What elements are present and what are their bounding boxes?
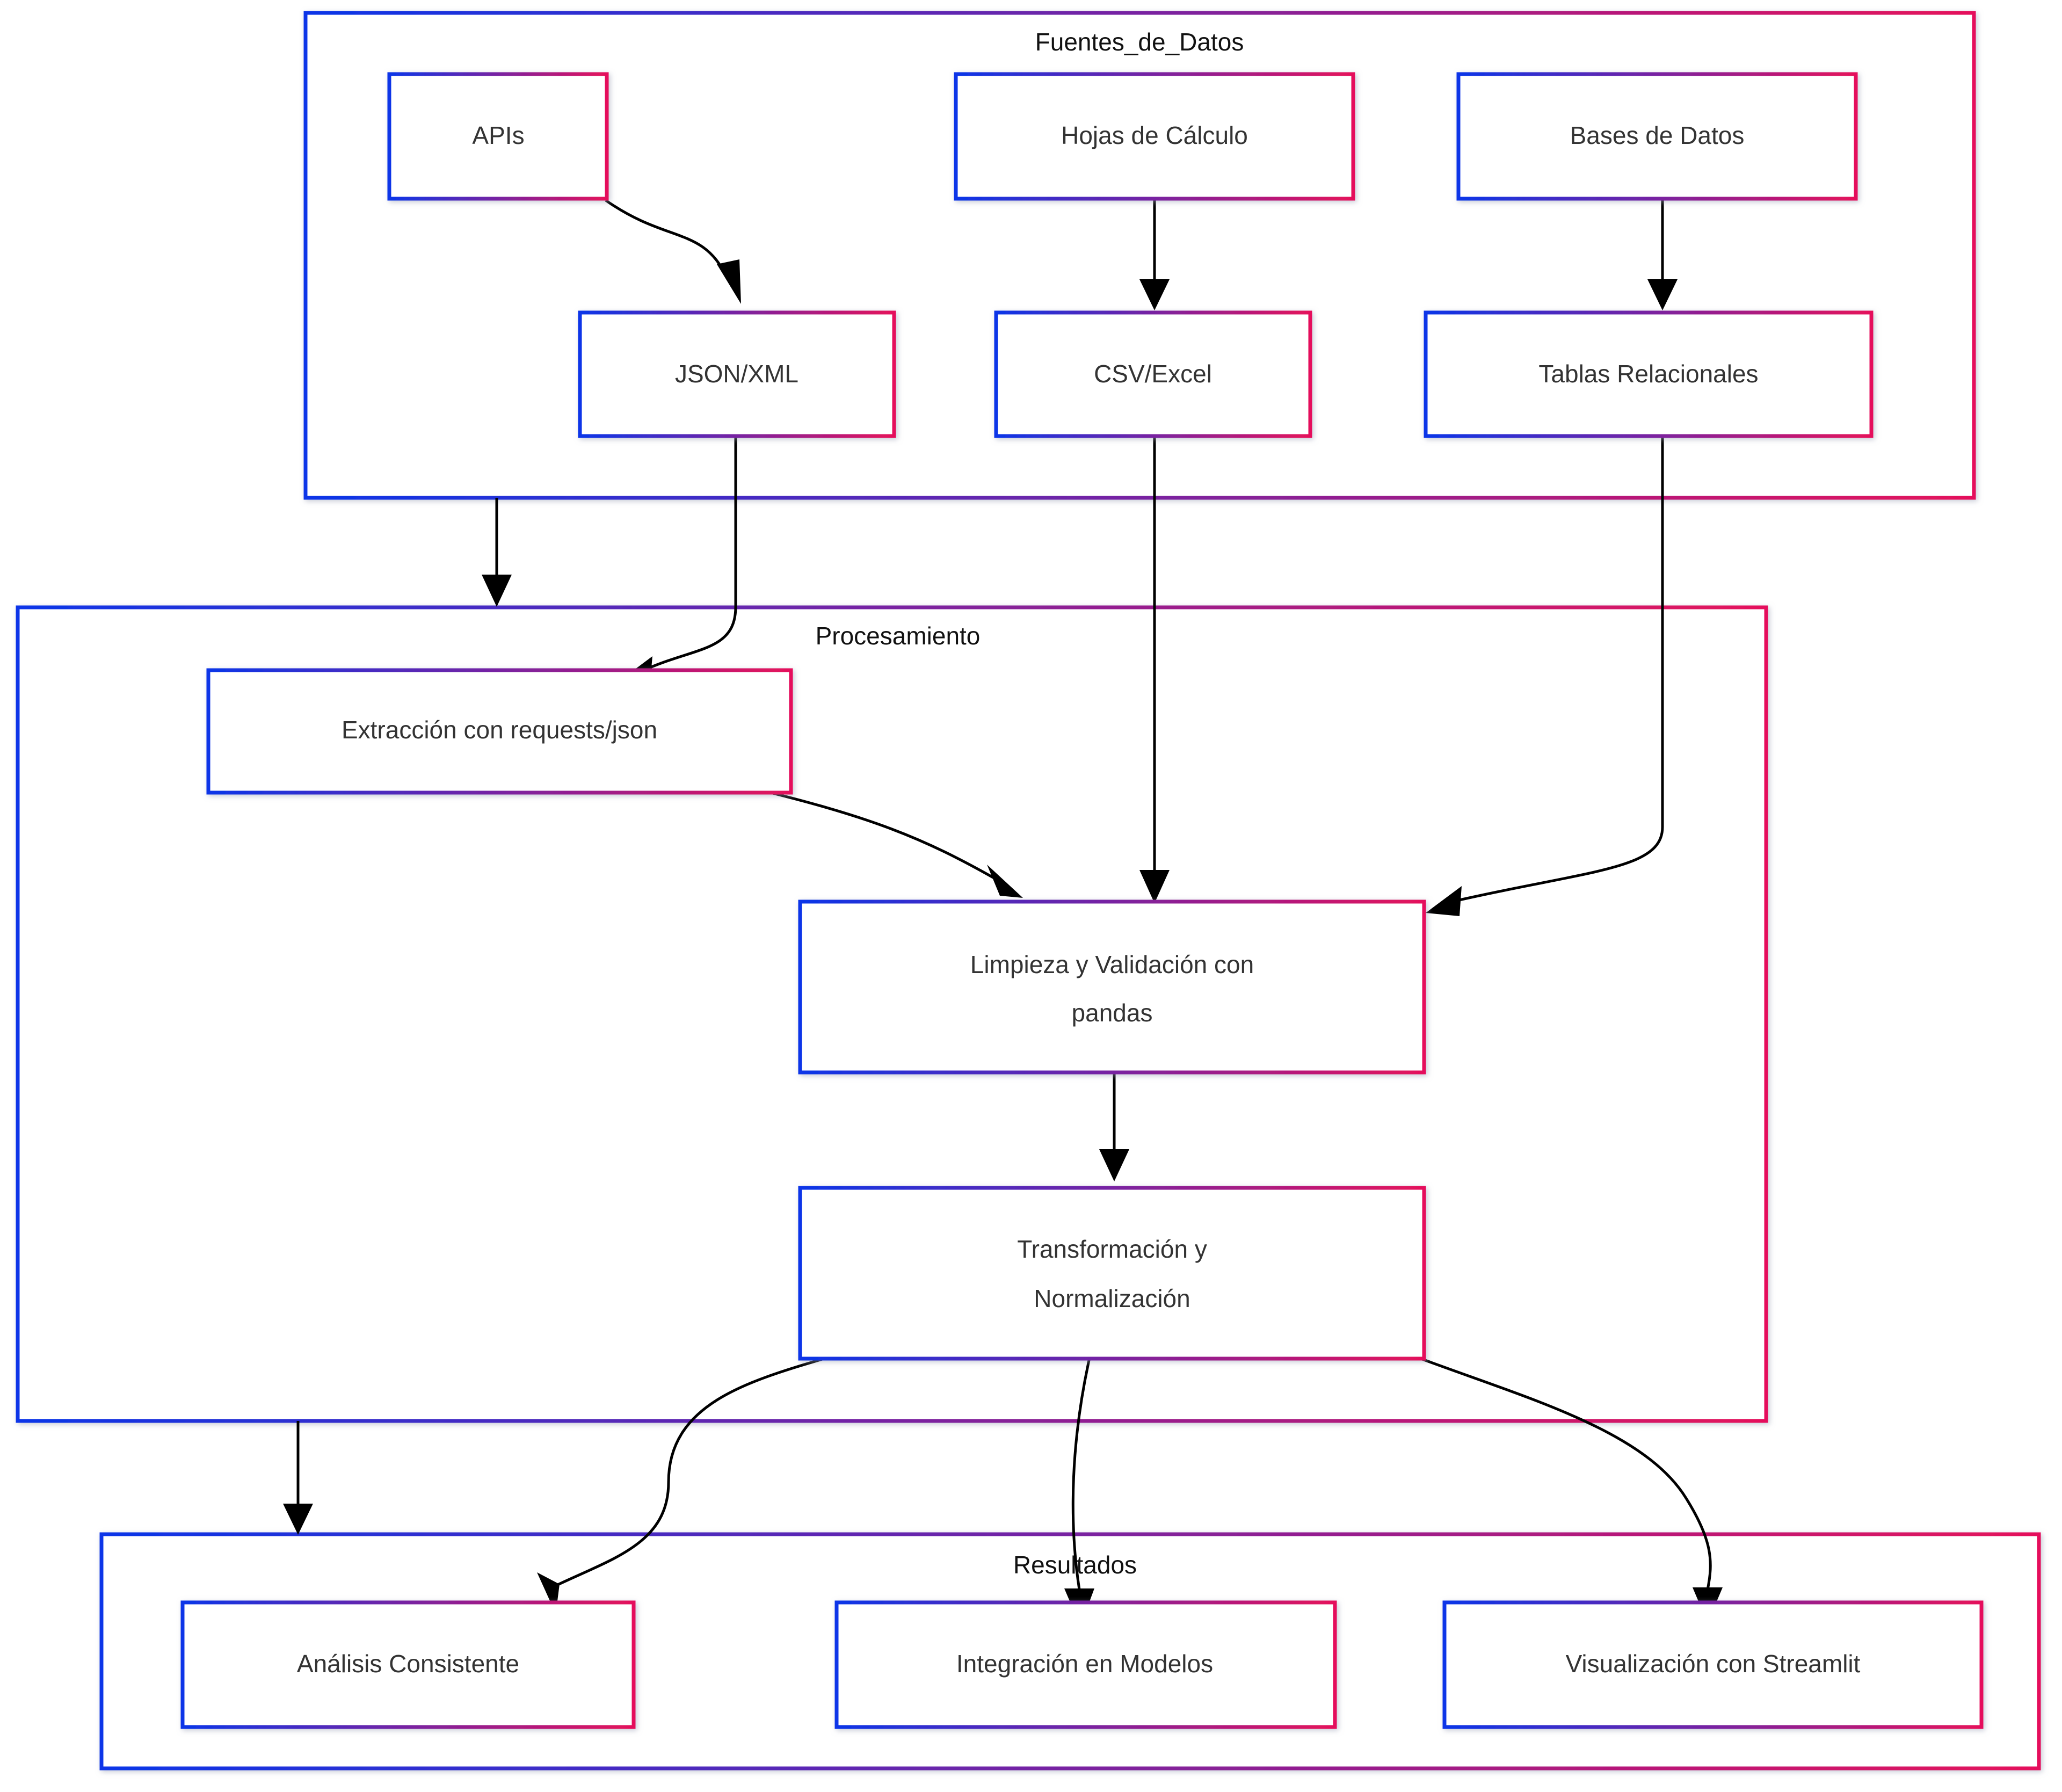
node-extraccion-rect[interactable]	[206, 668, 793, 795]
node-hojas-de-calculo[interactable]: Hojas de Cálculo	[954, 72, 1355, 201]
edge-hojas-to-csvexcel	[1139, 200, 1170, 310]
node-csv-excel[interactable]: CSV/Excel	[994, 310, 1312, 438]
edge-extraccion-to-limpieza	[746, 785, 1023, 898]
group-fuentes-title: Fuentes_de_Datos	[1035, 28, 1244, 56]
node-csv-excel-rect[interactable]	[994, 310, 1312, 438]
node-visual-rect[interactable]	[1442, 1600, 1984, 1729]
node-limpieza-rect[interactable]	[798, 899, 1426, 1075]
edge-limpieza-to-transformacion	[1099, 1072, 1129, 1181]
node-hojas-rect[interactable]	[954, 72, 1355, 201]
node-limpieza-label-line2: pandas	[1072, 999, 1153, 1027]
node-visual-label: Visualización con Streamlit	[1566, 1650, 1861, 1678]
node-bases-rect[interactable]	[1456, 72, 1858, 201]
node-json-xml-label: JSON/XML	[675, 360, 798, 388]
node-analisis-consistente[interactable]: Análisis Consistente	[180, 1600, 636, 1729]
node-transformacion-rect[interactable]	[798, 1186, 1426, 1361]
group-procesamiento-title: Procesamiento	[816, 622, 981, 650]
edge-apis-to-jsonxml	[605, 199, 741, 304]
node-integracion-label: Integración en Modelos	[956, 1650, 1213, 1678]
node-apis-rect[interactable]	[387, 72, 609, 201]
node-transformacion-label-line2: Normalización	[1034, 1285, 1190, 1312]
node-visualizacion-streamlit[interactable]: Visualización con Streamlit	[1442, 1600, 1984, 1729]
node-json-xml-rect[interactable]	[578, 310, 896, 438]
node-tablas-relacionales[interactable]: Tablas Relacionales	[1424, 310, 1874, 438]
node-extraccion-label: Extracción con requests/json	[342, 716, 657, 744]
node-csv-excel-label: CSV/Excel	[1094, 360, 1212, 388]
node-transformacion-normalizacion[interactable]: Transformación y Normalización	[798, 1186, 1426, 1361]
node-integracion-rect[interactable]	[834, 1600, 1337, 1729]
edge-tablas-to-limpieza	[1426, 436, 1664, 916]
node-analisis-rect[interactable]	[180, 1600, 636, 1729]
node-analisis-label: Análisis Consistente	[297, 1650, 519, 1678]
node-hojas-label: Hojas de Cálculo	[1061, 121, 1248, 149]
node-apis-label: APIs	[472, 121, 524, 149]
edge-procesamiento-down-left	[283, 1421, 313, 1535]
node-limpieza-label-line1: Limpieza y Validación con	[970, 951, 1254, 978]
edge-csvexcel-to-limpieza	[1139, 436, 1170, 903]
node-limpieza-validacion-pandas[interactable]: Limpieza y Validación con pandas	[798, 899, 1426, 1075]
node-integracion-modelos[interactable]: Integración en Modelos	[834, 1600, 1337, 1729]
node-bases-de-datos[interactable]: Bases de Datos	[1456, 72, 1858, 201]
node-tablas-rect[interactable]	[1424, 310, 1874, 438]
node-apis[interactable]: APIs	[387, 72, 609, 201]
node-json-xml[interactable]: JSON/XML	[578, 310, 896, 438]
node-tablas-label: Tablas Relacionales	[1538, 360, 1758, 388]
node-transformacion-label-line1: Transformación y	[1017, 1235, 1207, 1263]
node-extraccion-requests-json[interactable]: Extracción con requests/json	[206, 668, 793, 795]
edge-bases-to-tablas	[1647, 200, 1678, 310]
edge-jsonxml-down	[482, 498, 512, 607]
node-bases-label: Bases de Datos	[1570, 121, 1745, 149]
